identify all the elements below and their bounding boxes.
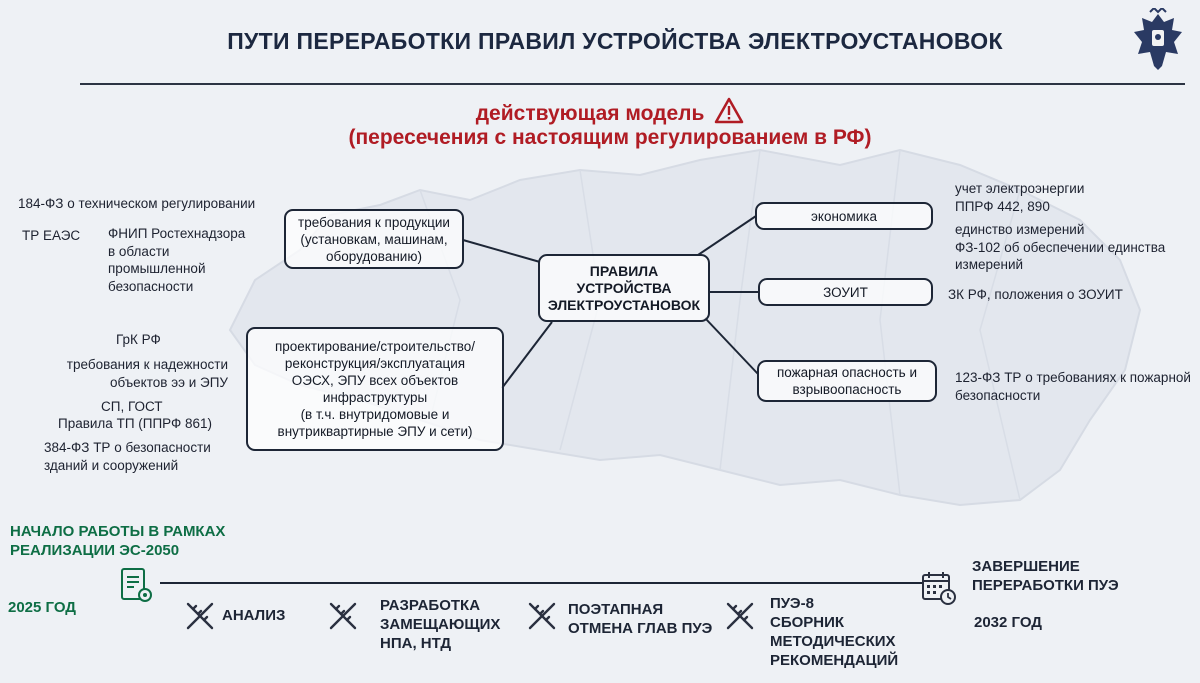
calendar-clock-icon [922, 572, 956, 605]
timeline-start-year: 2025 ГОД [8, 599, 76, 616]
note-fz384: 384-ФЗ ТР о безопасности зданий и сооруж… [44, 440, 211, 473]
title-divider [80, 83, 1185, 85]
timeline-step-cancellation: ПОЭТАПНАЯ ОТМЕНА ГЛАВ ПУЭ [568, 601, 713, 637]
timeline-end-year: 2032 ГОД [974, 614, 1042, 631]
note-fnip: ФНИП Ростехнадзора в области промышленно… [108, 226, 246, 294]
note-metering: учет электроэнергии ППРФ 442, 890 [955, 181, 1085, 214]
pencil-ruler-icon [726, 602, 754, 630]
timeline-step-development: РАЗРАБОТКА ЗАМЕЩАЮЩИХ НПА, НТД [380, 597, 501, 652]
note-zk: ЗК РФ, положения о ЗОУИТ [948, 287, 1123, 302]
timeline-start-label: НАЧАЛО РАБОТЫ В РАМКАХ РЕАЛИЗАЦИИ ЭС-205… [10, 523, 226, 559]
page-title: ПУТИ ПЕРЕРАБОТКИ ПРАВИЛ УСТРОЙСТВА ЭЛЕКТ… [227, 28, 1003, 54]
pencil-ruler-icon [528, 602, 556, 630]
zouit-box: ЗОУИТ [758, 278, 933, 306]
design-construction-box: проектирование/строительство/ реконструк… [246, 327, 504, 451]
note-fz184: 184-ФЗ о техническом регулировании [18, 196, 256, 211]
timeline-line [160, 582, 922, 584]
coat-of-arms-icon [1134, 8, 1182, 70]
timeline-step-pue8: ПУЭ-8 СБОРНИК МЕТОДИЧЕСКИХ РЕКОМЕНДАЦИЙ [770, 595, 899, 669]
subtitle-line1-text: действующая модель [475, 102, 705, 125]
pencil-ruler-icon [186, 602, 214, 630]
document-gear-icon [121, 568, 152, 602]
note-tp: Правила ТП (ППРФ 861) [58, 416, 213, 431]
note-fz123: 123-ФЗ ТР о требованиях к пожарной безоп… [955, 370, 1191, 403]
timeline-end-label: ЗАВЕРШЕНИЕ ПЕРЕРАБОТКИ ПУЭ [972, 558, 1119, 594]
subtitle-line1: действующая модель [300, 97, 920, 126]
note-grk: ГрК РФ [116, 332, 161, 347]
timeline-step-analysis: АНАЛИЗ [222, 607, 286, 624]
note-reliability: требования к надежности объектов ээ и ЭП… [66, 357, 228, 390]
note-measurements: единство измерений ФЗ-102 об обеспечении… [955, 222, 1166, 272]
subtitle-line2: (пересечения с настоящим регулированием … [348, 126, 872, 149]
warning-triangle-icon [715, 97, 744, 124]
pencil-ruler-icon [329, 602, 357, 630]
note-tr-eaes: ТР ЕАЭС [22, 228, 81, 243]
product-requirements-box: требования к продукции (установкам, маши… [284, 209, 464, 269]
economy-box: экономика [755, 202, 933, 230]
fire-hazard-box: пожарная опасность и взрывоопасность [757, 360, 937, 402]
note-sp-gost: СП, ГОСТ [101, 399, 163, 414]
center-rules-box: ПРАВИЛА УСТРОЙСТВА ЭЛЕКТРОУСТАНОВОК [538, 254, 710, 322]
